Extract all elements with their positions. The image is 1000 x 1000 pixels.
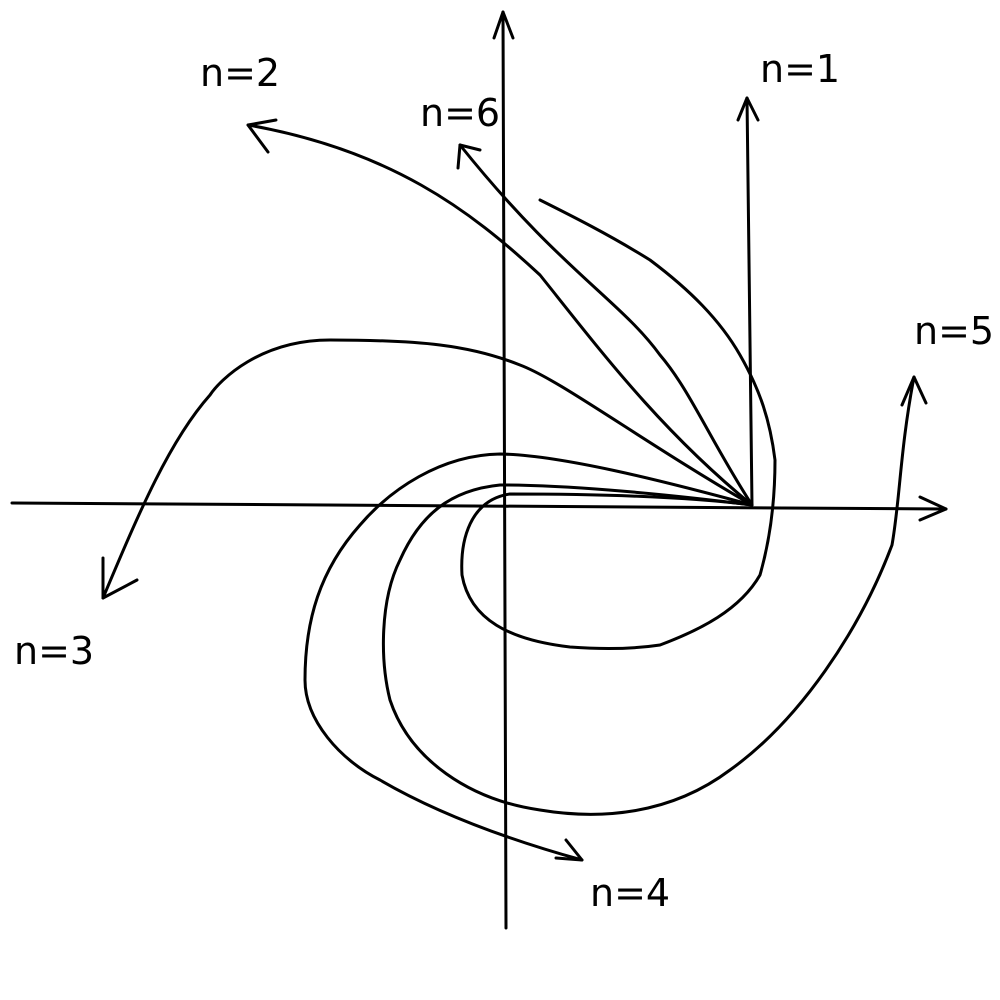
label-n6: n=6 <box>420 91 500 135</box>
curve-n3-path <box>101 338 754 600</box>
curve-inner-loop <box>460 198 777 650</box>
curve-n3 <box>101 338 754 600</box>
label-n3: n=3 <box>14 629 94 673</box>
curve-n1 <box>736 96 760 507</box>
curve-n2-path <box>246 123 754 507</box>
y-axis <box>501 10 508 930</box>
curve-n4-arrowhead <box>554 838 584 862</box>
curve-n6-arrowhead <box>456 143 482 170</box>
label-n4: n=4 <box>590 871 670 915</box>
label-n5: n=5 <box>914 309 994 353</box>
axes <box>10 10 948 930</box>
curve-n3-arrowhead <box>101 556 139 600</box>
x-axis-arrowhead <box>918 495 948 522</box>
curve-n4 <box>303 452 754 862</box>
x-axis <box>10 501 948 511</box>
curve-n5-arrowhead <box>900 375 928 407</box>
curve-n6-path <box>458 143 754 507</box>
curve-n4-path <box>303 452 754 862</box>
curve-n5 <box>381 375 928 816</box>
curve-n5-path <box>381 375 916 816</box>
y-axis-arrowhead <box>492 10 515 40</box>
curve-inner-loop-path <box>460 198 777 650</box>
label-n2: n=2 <box>200 51 280 95</box>
curve-n6 <box>456 143 754 507</box>
label-n1: n=1 <box>760 47 840 91</box>
curve-n2 <box>246 118 754 507</box>
curve-n1-path <box>745 96 754 507</box>
curve-n1-arrowhead <box>736 96 760 122</box>
curve-n2-arrowhead <box>246 118 278 154</box>
